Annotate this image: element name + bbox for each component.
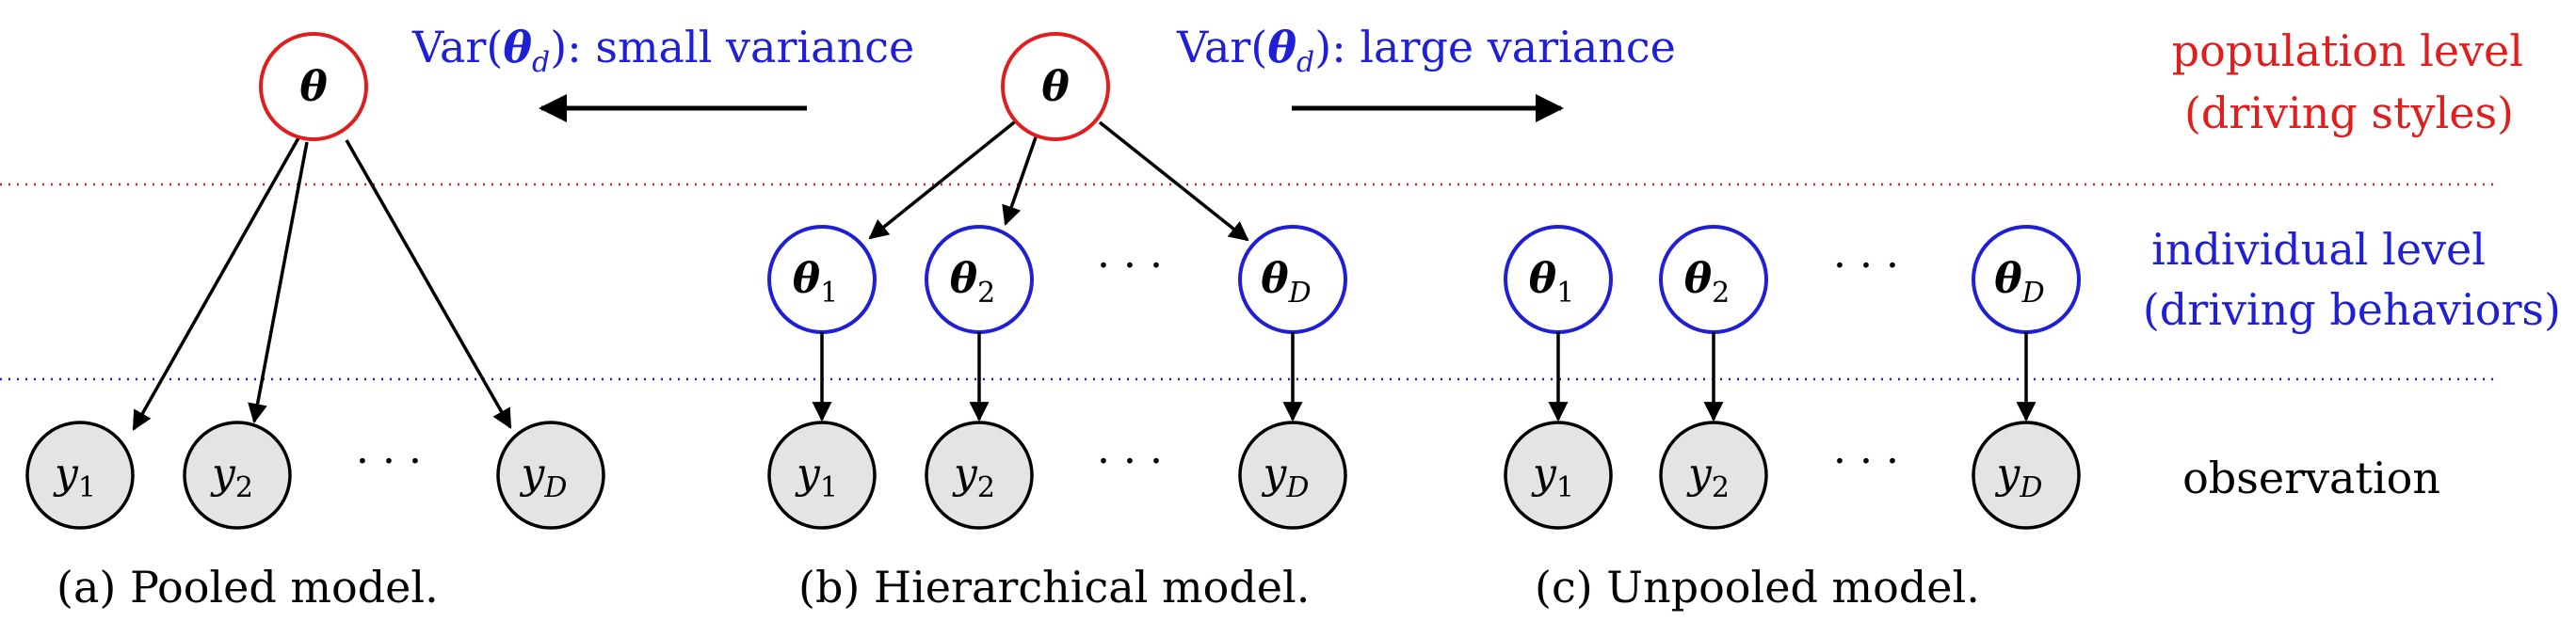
small-variance-label: Var(θd): small variance: [411, 22, 914, 79]
observation-node-y2: y2: [925, 421, 1034, 530]
large-variance-label: Var(θd): large variance: [1176, 22, 1676, 79]
svg-text:y2: y2: [210, 450, 253, 504]
observation-node-yD: yD: [1972, 421, 2081, 530]
observation-node-y2: y2: [1659, 421, 1768, 530]
svg-text:θ2: θ2: [1684, 255, 1730, 310]
svg-text:θD: θD: [1994, 255, 2044, 310]
observation-level-label: observation: [2182, 453, 2440, 503]
svg-text:θ1: θ1: [1529, 255, 1574, 310]
individual-theta-node-D: θD: [1238, 225, 1347, 334]
svg-text:y1: y1: [1531, 450, 1574, 504]
svg-text:yD: yD: [1995, 450, 2043, 504]
observation-node-yD: yD: [1238, 421, 1347, 530]
population-theta-node-hierarchical: θ: [1001, 32, 1110, 141]
svg-text:θD: θD: [1261, 255, 1311, 310]
svg-text:θ: θ: [1041, 63, 1070, 111]
individual-theta-node-1: θ1: [1504, 225, 1613, 334]
observation-node-y1: y1: [25, 421, 135, 530]
caption-unpooled-model: (c) Unpooled model.: [1535, 562, 1980, 613]
population-theta-node-pooled: θ: [259, 32, 368, 141]
observation-ellipsis: · · ·: [356, 438, 422, 486]
svg-text:yD: yD: [520, 450, 568, 504]
svg-text:yD: yD: [1262, 450, 1310, 504]
individual-level-label: individual level: [2151, 224, 2486, 275]
unpooled-model: θ1 θ2 · · · θD y1 y2 · · · yD (c) Unpool…: [1504, 225, 2081, 613]
observation-node-yD: yD: [496, 421, 605, 530]
individual-theta-node-2: θ2: [1659, 225, 1768, 334]
svg-text:y2: y2: [1686, 450, 1730, 504]
observation-node-y2: y2: [183, 421, 292, 530]
individual-ellipsis: · · ·: [1833, 242, 1899, 290]
observation-node-y1: y1: [1504, 421, 1613, 530]
individual-ellipsis: · · ·: [1097, 242, 1163, 290]
hierarchical-model: θ θ1 θ2 · · · θD y1 y2 · · · yD: [767, 32, 1347, 613]
caption-hierarchical-model: (b) Hierarchical model.: [798, 562, 1310, 613]
svg-text:θ2: θ2: [950, 255, 995, 310]
svg-text:y2: y2: [952, 450, 995, 504]
svg-text:θ: θ: [299, 63, 328, 111]
individual-theta-node-D: θD: [1972, 225, 2081, 334]
caption-pooled-model: (a) Pooled model.: [56, 562, 439, 613]
svg-text:y1: y1: [795, 450, 838, 504]
observation-ellipsis: · · ·: [1097, 438, 1163, 486]
individual-theta-node-2: θ2: [925, 225, 1034, 334]
svg-text:θ1: θ1: [793, 255, 838, 310]
individual-theta-node-1: θ1: [767, 225, 877, 334]
observation-node-y1: y1: [767, 421, 877, 530]
svg-text:y1: y1: [53, 450, 96, 504]
population-level-sublabel: (driving styles): [2184, 88, 2514, 138]
individual-level-sublabel: (driving behaviors): [2143, 284, 2561, 335]
pooled-model: θ y1 y2 · · · yD (a) Pooled model.: [25, 32, 605, 613]
population-level-label: population level: [2172, 25, 2523, 76]
observation-ellipsis: · · ·: [1833, 438, 1899, 486]
